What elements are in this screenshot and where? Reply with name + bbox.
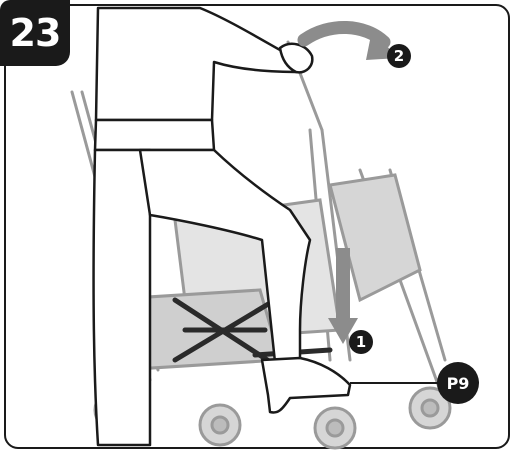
step-marker-1: 1 [349,330,373,354]
part-label-p9: P9 [437,362,479,404]
step-marker-2: 2 [387,44,411,68]
step-number-badge: 23 [0,0,70,66]
curved-arrow-icon [304,27,398,60]
